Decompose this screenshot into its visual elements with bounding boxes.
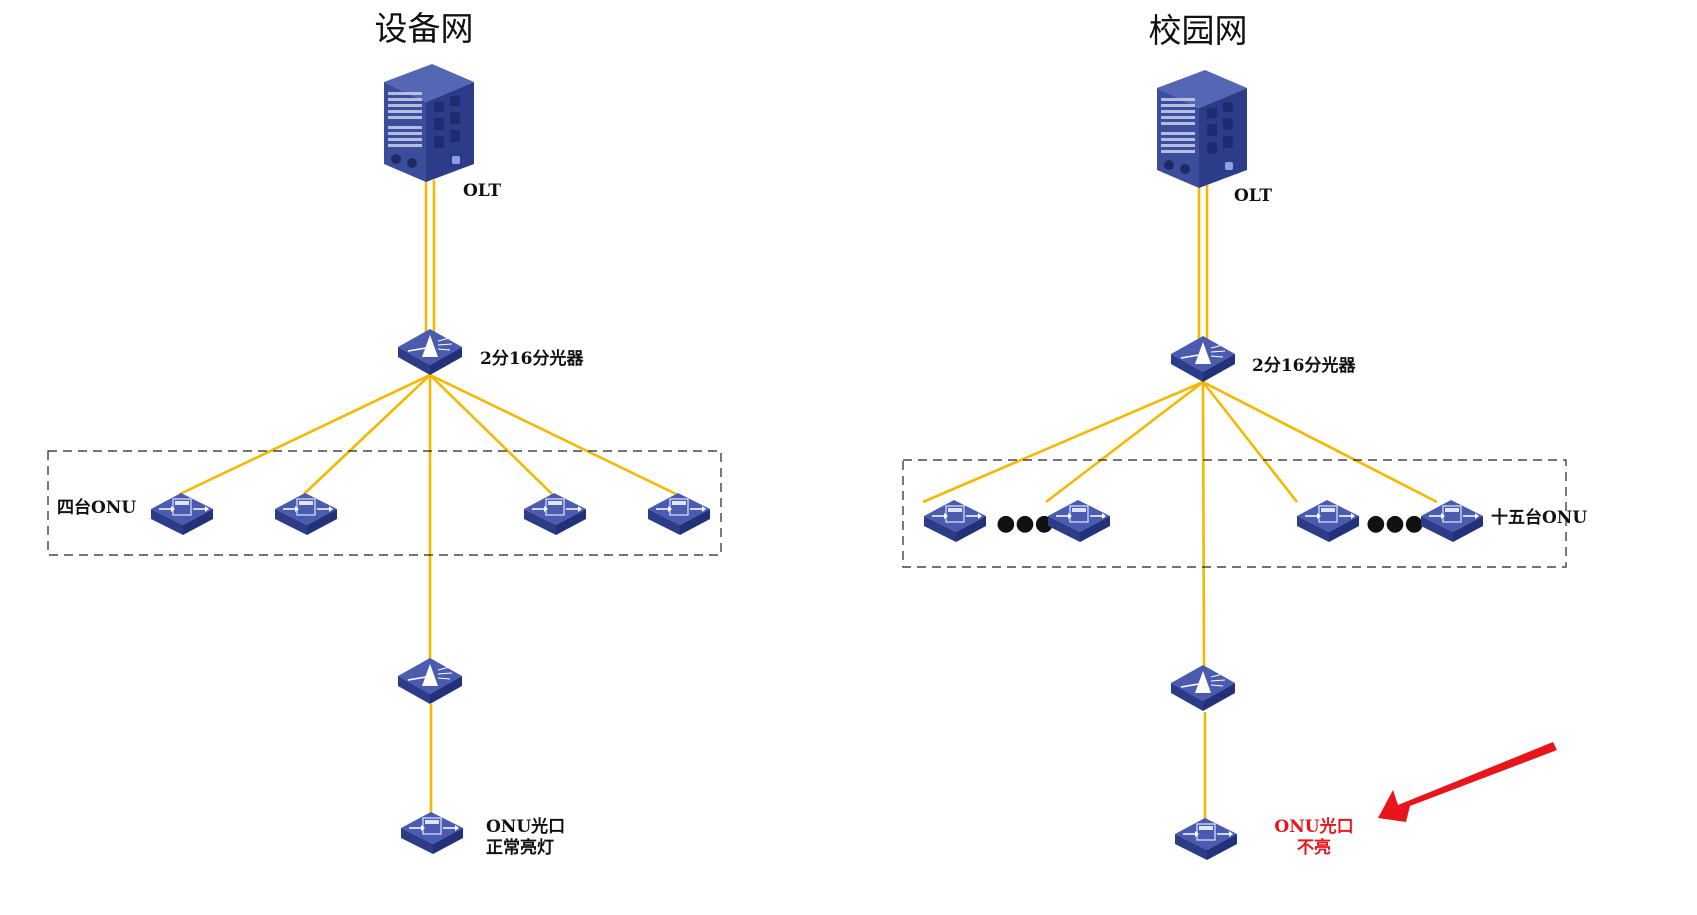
right-ellipsis-2: ●●● (1366, 510, 1424, 536)
right-splitter-label: 2分16分光器 (1252, 355, 1356, 376)
right-olt-chassis-icon (1157, 70, 1247, 188)
red-arrow-icon (1378, 742, 1557, 822)
right-onu-icon-4 (1420, 499, 1484, 543)
right-onu-group-box (902, 459, 1567, 568)
right-onu-icon-2 (1047, 499, 1111, 543)
left-onu-icon-3 (523, 492, 587, 536)
right-title: 校园网 (1149, 11, 1248, 50)
right-onu-icon-3 (1296, 499, 1360, 543)
left-onu-icon-1 (150, 492, 214, 536)
left-optical-splitter-icon (397, 328, 463, 376)
right-fiber-onu-3 (1201, 381, 1299, 503)
left-end-label-line1: ONU光口 (486, 816, 565, 837)
left-olt-chassis-icon (384, 64, 474, 182)
right-optical-splitter-icon (1170, 335, 1236, 383)
left-onu-group-label: 四台ONU (57, 497, 136, 518)
left-splitter-label: 2分16分光器 (480, 348, 584, 369)
left-end-label-line2: 正常亮灯 (486, 837, 554, 858)
left-fibers (179, 180, 677, 815)
right-ellipsis-1: ●●● (996, 510, 1054, 536)
left-fiber-onu-2 (303, 374, 431, 495)
left-second-splitter-icon (397, 657, 463, 705)
left-onu-group-box (47, 450, 722, 556)
right-second-splitter-icon (1170, 664, 1236, 712)
right-fiber-downlink (1201, 381, 1206, 671)
right-onu-icon-1 (923, 499, 987, 543)
left-fiber-onu-3 (429, 374, 553, 495)
left-olt-label: OLT (463, 181, 501, 201)
left-onu-icon-4 (647, 492, 711, 536)
right-fiber-onu-2 (1045, 380, 1204, 504)
right-end-onu-icon (1174, 817, 1238, 861)
right-end-label-line1: ONU光口 (1274, 816, 1353, 837)
right-fibers (922, 185, 1438, 820)
left-end-onu-icon (400, 811, 464, 855)
left-onu-icon-2 (274, 492, 338, 536)
right-onu-group-label: 十五台ONU (1491, 507, 1587, 528)
right-fiber-onu-1 (922, 380, 1204, 504)
left-title: 设备网 (375, 9, 474, 48)
right-fiber-onu-4 (1202, 380, 1438, 504)
left-fiber-onu-1 (179, 373, 431, 496)
left-fiber-onu-4 (429, 373, 677, 496)
right-olt-label: OLT (1234, 186, 1272, 206)
right-end-label-line2: 不亮 (1297, 837, 1331, 858)
